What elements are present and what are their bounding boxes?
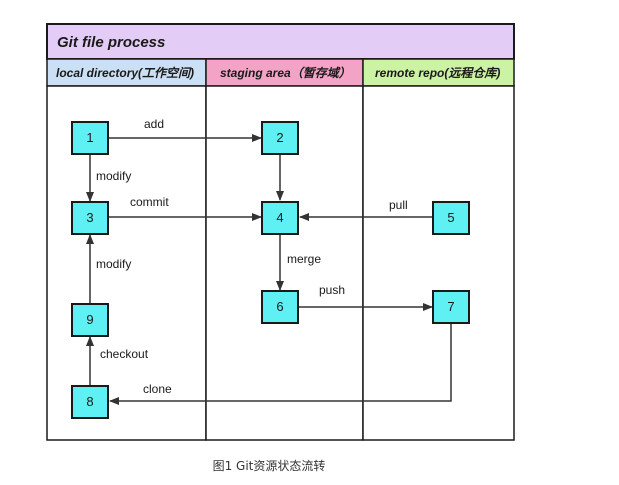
lane-body-remote <box>362 85 515 441</box>
node-box <box>71 121 109 155</box>
edge-label-merge: merge <box>287 252 321 266</box>
node-box <box>71 201 109 235</box>
node-label: 1 <box>86 130 93 145</box>
node-box <box>261 201 299 235</box>
lane-label-remote: remote repo(远程仓库) <box>375 66 500 80</box>
edge-label-add: add <box>144 117 164 131</box>
edge-label-checkout: checkout <box>100 347 149 361</box>
node-box <box>261 290 299 324</box>
node-label: 9 <box>86 312 93 327</box>
edge-label-pull: pull <box>389 198 408 212</box>
node-label: 4 <box>276 210 283 225</box>
node-2: 2 <box>261 121 299 155</box>
edges-layer: add modify commit pull merge push modify… <box>86 117 452 405</box>
node-label: 8 <box>86 394 93 409</box>
node-label: 7 <box>447 299 454 314</box>
edge-label-push: push <box>319 283 345 297</box>
edge-label-modify-top: modify <box>96 169 131 183</box>
node-1: 1 <box>71 121 109 155</box>
lane-header-local <box>46 58 207 87</box>
node-box <box>432 201 470 235</box>
node-box <box>261 121 299 155</box>
node-box <box>432 290 470 324</box>
lane-label-local: local directory(工作空间) <box>56 66 194 80</box>
edge-clone <box>109 324 452 405</box>
node-5: 5 <box>432 201 470 235</box>
node-box <box>71 303 109 337</box>
edge-label-clone: clone <box>143 382 172 396</box>
node-label: 2 <box>276 130 283 145</box>
node-7: 7 <box>432 290 470 324</box>
edge-label-commit: commit <box>130 195 169 209</box>
node-9: 9 <box>71 303 109 337</box>
node-box <box>71 385 109 419</box>
figure-caption: 图1 Git资源状态流转 <box>212 459 326 473</box>
title-bar <box>46 23 515 60</box>
lane-header-remote <box>362 58 515 87</box>
node-label: 6 <box>276 299 283 314</box>
diagram-title: Git file process <box>57 34 165 51</box>
lane-label-staging: staging area（暂存域） <box>220 66 351 80</box>
node-label: 3 <box>86 210 93 225</box>
node-6: 6 <box>261 290 299 324</box>
node-label: 5 <box>447 210 454 225</box>
edge-label-modify-bottom: modify <box>96 257 131 271</box>
node-4: 4 <box>261 201 299 235</box>
node-3: 3 <box>71 201 109 235</box>
node-8: 8 <box>71 385 109 419</box>
